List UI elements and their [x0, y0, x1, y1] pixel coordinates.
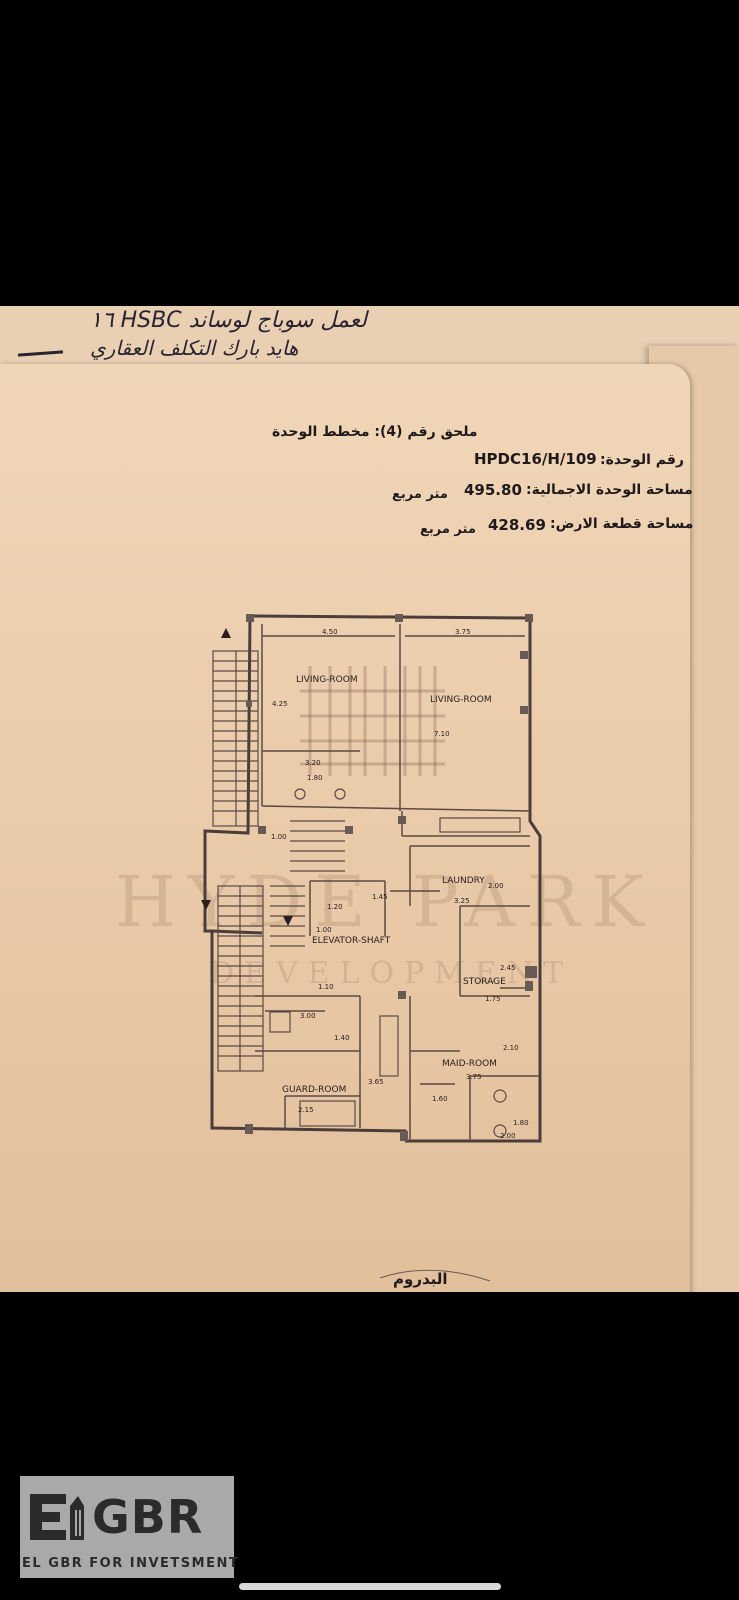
dim-label: 3.75: [466, 1073, 482, 1081]
dim-label: 1.10: [318, 983, 334, 991]
total-area-value: 495.80: [464, 481, 522, 499]
room-label-storage: STORAGE: [463, 977, 506, 987]
land-area-value: 428.69: [488, 516, 546, 534]
room-label-living-1: LIVING-ROOM: [296, 675, 358, 685]
room-label-maid-room: MAID-ROOM: [442, 1059, 497, 1069]
dim-label: 3.75: [455, 628, 471, 636]
dim-label: 1.00: [271, 833, 287, 841]
unit-number: HPDC16/H/109: [474, 450, 597, 468]
dim-label: 1.40: [334, 1034, 350, 1042]
total-area-unit: متر مربع: [392, 487, 448, 502]
unit-label: رقم الوحدة:: [600, 452, 684, 468]
building-e-icon: [30, 1494, 84, 1540]
document-photo: ١٦ HSBC لعمل سوباج لوساند هايد بارك التك…: [0, 306, 739, 1292]
logo-tagline: EL GBR FOR INVETSMENT: [22, 1556, 240, 1571]
up-arrow-icon: [221, 628, 231, 638]
stair-left-upper: [212, 650, 259, 827]
dim-label: 1.20: [327, 903, 343, 911]
home-indicator[interactable]: [239, 1583, 501, 1590]
dim-label: 4.50: [322, 628, 338, 636]
down-arrow-icon: [201, 900, 211, 910]
watermark-maze: [300, 666, 445, 776]
back-sheet: [0, 306, 739, 366]
total-area-label: مساحة الوحدة الاجمالية:: [526, 482, 693, 498]
dim-label: 3.65: [368, 1078, 384, 1086]
floor-level-caption: البدروم: [393, 1270, 448, 1288]
fixtures: [269, 788, 521, 1138]
handwritten-note-line1: ١٦ HSBC لعمل سوباج لوساند: [90, 308, 367, 333]
room-label-guard-room: GUARD-ROOM: [282, 1085, 346, 1095]
stair-left-lower: [217, 885, 264, 1072]
dim-label: 7.10: [434, 730, 450, 738]
dim-label: 3.25: [454, 897, 470, 905]
dim-label: 1.45: [372, 893, 388, 901]
dim-label: 2.00: [488, 882, 504, 890]
dim-label: 2.10: [503, 1044, 519, 1052]
handwritten-note-line2: هايد بارك التكلف العقاري: [90, 336, 299, 360]
pencil-mark: [379, 1269, 491, 1282]
dim-label: 2.15: [298, 1106, 314, 1114]
room-label-elevator-shaft: ELEVATOR-SHAFT: [312, 936, 391, 946]
company-logo: GBR EL GBR FOR INVETSMENT: [20, 1476, 238, 1578]
annex-title: ملحق رقم (4): مخطط الوحدة: [272, 424, 478, 440]
dim-label: 1.80: [307, 774, 323, 782]
down-arrow-icon: [283, 916, 293, 926]
dim-label: 1.80: [513, 1119, 529, 1127]
land-area-label: مساحة قطعة الارض:: [550, 516, 694, 532]
dim-label: 2.00: [500, 1132, 516, 1140]
dim-label: 1.75: [485, 995, 501, 1003]
watermark-sub: DEVELOPMENT: [210, 956, 574, 991]
dim-label: 1.00: [316, 926, 332, 934]
room-label-laundry: LAUNDRY: [442, 876, 485, 886]
logo-wordmark: GBR: [92, 1490, 204, 1544]
dim-label: 3.00: [300, 1012, 316, 1020]
structural-columns: [245, 614, 537, 1141]
land-area-unit: متر مربع: [420, 522, 476, 537]
room-label-living-2: LIVING-ROOM: [430, 695, 492, 705]
dim-label: 2.45: [500, 964, 516, 972]
dim-label: 1.60: [432, 1095, 448, 1103]
dim-label: 4.25: [272, 700, 288, 708]
floor-plan: LIVING-ROOM LIVING-ROOM LAUNDRY ELEVATOR…: [201, 614, 542, 1288]
dim-label: 3.20: [305, 759, 321, 767]
